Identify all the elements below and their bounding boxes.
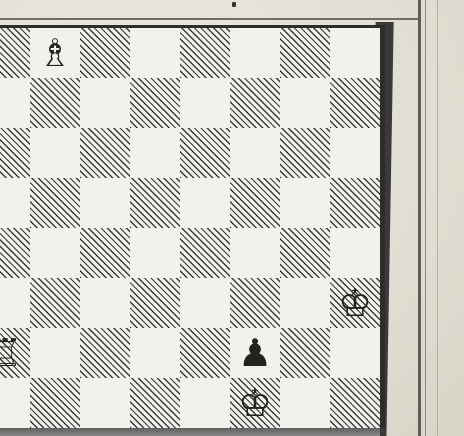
square-b3[interactable] <box>30 278 80 328</box>
square-d8[interactable] <box>130 28 180 78</box>
square-b2[interactable] <box>30 328 80 378</box>
ink-mark <box>232 2 236 7</box>
square-d5[interactable] <box>130 178 180 228</box>
square-d1[interactable] <box>130 378 180 428</box>
square-f8[interactable] <box>230 28 280 78</box>
right-border-rule <box>418 0 421 436</box>
square-c4[interactable] <box>80 228 130 278</box>
square-a2[interactable]: ♖ <box>0 328 30 378</box>
square-f7[interactable] <box>230 78 280 128</box>
square-f2[interactable]: ♟ <box>230 328 280 378</box>
square-b7[interactable] <box>30 78 80 128</box>
square-e1[interactable] <box>180 378 230 428</box>
chess-board: ♗♔♖♟♔ <box>0 25 385 428</box>
square-a3[interactable] <box>0 278 30 328</box>
square-g7[interactable] <box>280 78 330 128</box>
square-b8[interactable]: ♗ <box>30 28 80 78</box>
square-e5[interactable] <box>180 178 230 228</box>
white-rook-icon[interactable]: ♖ <box>0 328 30 378</box>
square-f3[interactable] <box>230 278 280 328</box>
square-c2[interactable] <box>80 328 130 378</box>
page-margin-rule <box>437 0 438 436</box>
square-e2[interactable] <box>180 328 230 378</box>
square-e6[interactable] <box>180 128 230 178</box>
square-d2[interactable] <box>130 328 180 378</box>
square-d7[interactable] <box>130 78 180 128</box>
top-rule-line <box>0 18 418 20</box>
square-h6[interactable] <box>330 128 380 178</box>
square-h7[interactable] <box>330 78 380 128</box>
square-d3[interactable] <box>130 278 180 328</box>
square-h8[interactable] <box>330 28 380 78</box>
square-f4[interactable] <box>230 228 280 278</box>
square-f1[interactable]: ♔ <box>230 378 280 428</box>
square-a5[interactable] <box>0 178 30 228</box>
square-a1[interactable] <box>0 378 30 428</box>
square-h3[interactable]: ♔ <box>330 278 380 328</box>
square-b5[interactable] <box>30 178 80 228</box>
square-d4[interactable] <box>130 228 180 278</box>
square-e3[interactable] <box>180 278 230 328</box>
square-g8[interactable] <box>280 28 330 78</box>
square-c8[interactable] <box>80 28 130 78</box>
black-pawn-icon[interactable]: ♟ <box>230 328 280 378</box>
right-border-inner-rule <box>425 0 426 436</box>
square-g3[interactable] <box>280 278 330 328</box>
square-f5[interactable] <box>230 178 280 228</box>
square-g6[interactable] <box>280 128 330 178</box>
square-c3[interactable] <box>80 278 130 328</box>
square-f6[interactable] <box>230 128 280 178</box>
square-h2[interactable] <box>330 328 380 378</box>
square-b4[interactable] <box>30 228 80 278</box>
square-c1[interactable] <box>80 378 130 428</box>
square-a7[interactable] <box>0 78 30 128</box>
square-g5[interactable] <box>280 178 330 228</box>
square-g4[interactable] <box>280 228 330 278</box>
square-g2[interactable] <box>280 328 330 378</box>
square-g1[interactable] <box>280 378 330 428</box>
square-c6[interactable] <box>80 128 130 178</box>
square-a4[interactable] <box>0 228 30 278</box>
square-e4[interactable] <box>180 228 230 278</box>
square-h5[interactable] <box>330 178 380 228</box>
square-h4[interactable] <box>330 228 380 278</box>
white-king-icon[interactable]: ♔ <box>330 278 380 328</box>
square-c7[interactable] <box>80 78 130 128</box>
square-d6[interactable] <box>130 128 180 178</box>
square-e7[interactable] <box>180 78 230 128</box>
square-h1[interactable] <box>330 378 380 428</box>
square-c5[interactable] <box>80 178 130 228</box>
white-king-icon[interactable]: ♔ <box>230 378 280 428</box>
square-a6[interactable] <box>0 128 30 178</box>
square-b1[interactable] <box>30 378 80 428</box>
square-a8[interactable] <box>0 28 30 78</box>
white-bishop-icon[interactable]: ♗ <box>30 28 80 78</box>
square-e8[interactable] <box>180 28 230 78</box>
square-b6[interactable] <box>30 128 80 178</box>
